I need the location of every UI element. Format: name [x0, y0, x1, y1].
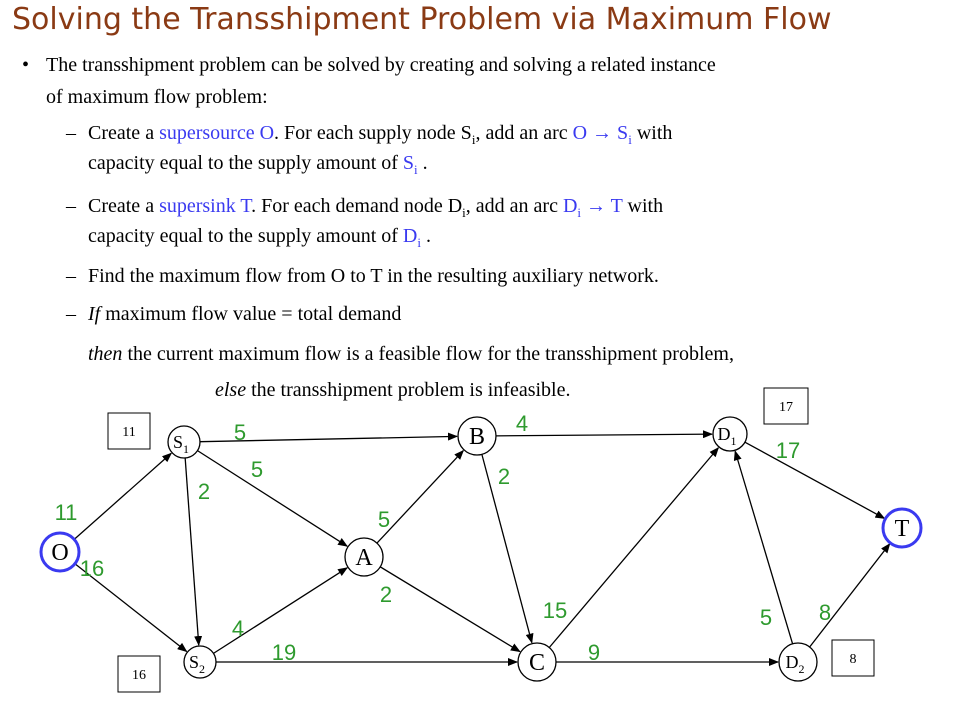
edge-b-c — [481, 454, 534, 644]
node-circle — [167, 425, 201, 459]
else-line: else the transshipment problem is infeas… — [215, 379, 571, 401]
slide-title: Solving the Transshipment Problem via Ma… — [12, 2, 832, 37]
amount-box-d1: 17 — [763, 387, 809, 425]
node-d2: D2 — [778, 642, 818, 682]
capacity-label-s1-s2: 2 — [198, 479, 210, 504]
edge-s1-s2 — [184, 457, 203, 647]
supersource-line-1: Create a supersource O. For each supply … — [88, 122, 673, 147]
then-line: then the current maximum flow is a feasi… — [88, 343, 734, 365]
node-circle — [712, 416, 748, 452]
capacity-label-a-c: 2 — [380, 582, 392, 607]
capacity-label-a-b: 5 — [378, 507, 390, 532]
edge-s2-a — [213, 567, 348, 654]
capacity-label-c-d1: 15 — [543, 598, 567, 623]
node-d1: D1 — [712, 416, 748, 452]
capacity-label-o-s1: 11 — [55, 500, 78, 525]
node-label: O — [51, 540, 68, 566]
edge-o-s1 — [73, 452, 173, 540]
if-line: If maximum flow value = total demand — [88, 303, 402, 325]
capacity-label-s1-a: 5 — [251, 457, 263, 482]
capacity-label-d1-t: 17 — [776, 438, 800, 463]
capacity-label-b-c: 2 — [498, 464, 510, 489]
edge-b-d1 — [495, 430, 714, 439]
edge-d2-t — [809, 543, 891, 648]
capacity-label-d2-d1: 5 — [760, 605, 772, 630]
node-s1: S1 — [167, 425, 201, 459]
capacity-label-b-d1: 4 — [516, 411, 528, 436]
capacity-label-o-s2: 16 — [80, 556, 104, 581]
capacity-label-s2-c: 19 — [272, 640, 296, 665]
edge-a-b — [376, 449, 465, 544]
intro-line-1: The transshipment problem can be solved … — [46, 54, 716, 76]
node-circle — [39, 531, 81, 573]
amount-box-s2: 16 — [117, 655, 161, 693]
capacity-label-c-d2: 9 — [588, 640, 600, 665]
node-c: C — [517, 642, 557, 682]
node-label: B — [469, 424, 485, 450]
node-circle — [457, 416, 497, 456]
node-b: B — [457, 416, 497, 456]
edge-o-s2 — [74, 563, 188, 653]
amount-value: 11 — [122, 425, 135, 440]
dash-marker: – — [66, 122, 76, 144]
find-line: Find the maximum flow from O to T in the… — [88, 265, 659, 287]
edge-s1-b — [199, 432, 459, 443]
edge-c-d1 — [548, 446, 720, 648]
edge-d1-t — [744, 441, 886, 519]
edge-d2-d1 — [733, 450, 794, 644]
amount-value: 16 — [132, 668, 146, 683]
node-circle — [778, 642, 818, 682]
amount-value: 8 — [850, 652, 857, 667]
capacity-label-d2-t: 8 — [819, 600, 831, 625]
node-t: T — [881, 507, 923, 549]
edge-a-c — [379, 566, 521, 653]
dash-marker: – — [66, 195, 76, 217]
amount-value: 17 — [779, 400, 793, 415]
amount-box-d2: 8 — [831, 639, 875, 677]
node-label: A — [355, 545, 373, 571]
intro-line-2: of maximum flow problem: — [46, 86, 268, 108]
node-s2: S2 — [183, 645, 217, 679]
dash-marker: – — [66, 303, 76, 325]
supersink-line-2: capacity equal to the supply amount of D… — [88, 225, 431, 250]
node-circle — [881, 507, 923, 549]
supersource-line-2: capacity equal to the supply amount of S… — [88, 152, 428, 177]
dash-marker: – — [66, 265, 76, 287]
node-label: C — [529, 650, 545, 676]
node-circle — [183, 645, 217, 679]
capacity-label-s1-b: 5 — [234, 420, 246, 445]
node-a: A — [344, 537, 384, 577]
edge-s1-a — [197, 450, 348, 547]
node-o: O — [39, 531, 81, 573]
node-circle — [517, 642, 557, 682]
amount-box-s1: 11 — [107, 412, 151, 450]
node-label: T — [895, 516, 910, 542]
supersink-line-1: Create a supersink T. For each demand no… — [88, 195, 664, 220]
capacity-label-s2-a: 4 — [232, 616, 244, 641]
bullet-marker: • — [22, 54, 30, 76]
node-circle — [344, 537, 384, 577]
